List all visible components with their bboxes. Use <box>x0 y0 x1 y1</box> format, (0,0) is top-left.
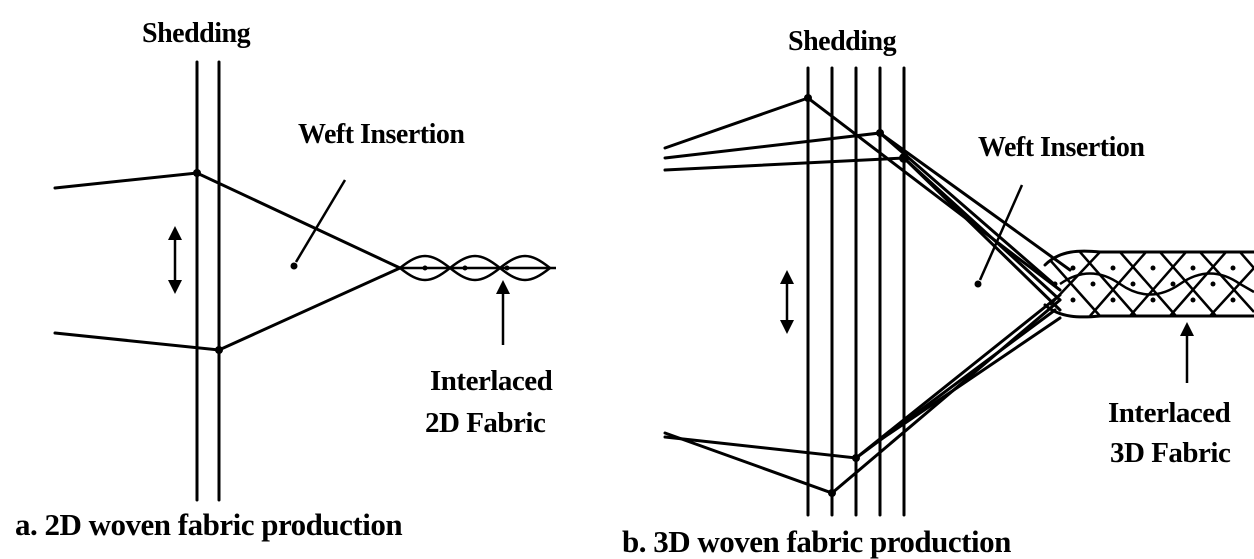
shed-motion-arrow-2d <box>168 226 182 294</box>
heddle-lines-2d <box>195 60 221 502</box>
fabric-label-3d-line1: Interlaced <box>1108 397 1231 429</box>
fabric-label-2d-line2: 2D Fabric <box>425 407 546 439</box>
panel-2d: Shedding Weft Insertion Interlaced 2D Fa… <box>15 18 556 542</box>
panel-3d: Shedding Weft Insertion Interlaced 3D Fa… <box>622 26 1254 559</box>
shedding-label-3d: Shedding <box>788 26 897 57</box>
caption-2d: a. 2D woven fabric production <box>15 507 402 542</box>
weft-insertion-pointer-3d <box>974 184 1024 288</box>
fabric-label-2d-line1: Interlaced <box>430 365 553 397</box>
warp-yarns-3d-upper <box>663 94 1072 312</box>
shed-motion-arrow-3d <box>780 270 794 334</box>
weft-insertion-label-3d: Weft Insertion <box>978 132 1145 163</box>
fabric-arrow-2d <box>496 280 510 345</box>
interlaced-fabric-2d <box>399 254 556 282</box>
interlaced-fabric-3d <box>1043 249 1254 319</box>
fabric-arrow-3d <box>1180 322 1194 383</box>
weft-insertion-label-2d: Weft Insertion <box>298 119 465 150</box>
fabric-label-3d-line2: 3D Fabric <box>1110 437 1231 469</box>
warp-yarns-3d-lower <box>663 293 1062 497</box>
caption-3d: b. 3D woven fabric production <box>622 524 1011 559</box>
weft-insertion-pointer-2d <box>290 179 347 270</box>
warp-yarns-2d <box>53 169 402 354</box>
shedding-label-2d: Shedding <box>142 18 251 49</box>
